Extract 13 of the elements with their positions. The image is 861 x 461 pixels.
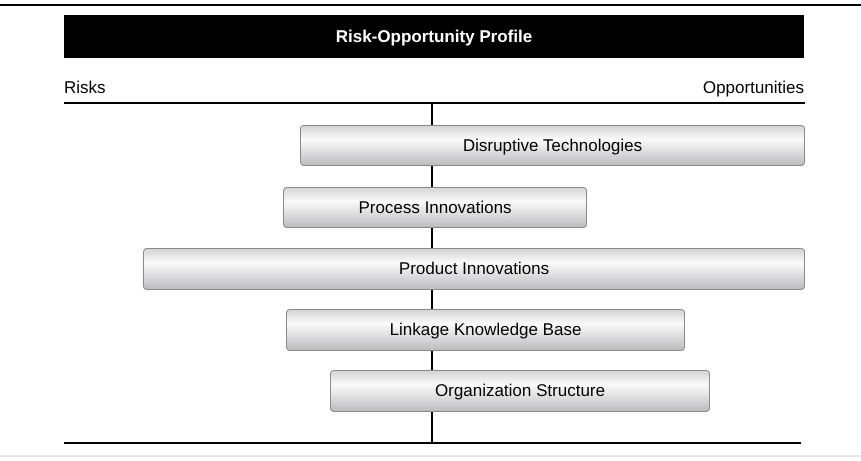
bar-box bbox=[300, 125, 805, 166]
bar-label: Organization Structure bbox=[434, 380, 606, 402]
bar-box bbox=[330, 370, 710, 412]
bar-box bbox=[286, 309, 685, 351]
axis-label: Risks bbox=[64, 78, 106, 98]
title-banner: Risk-Opportunity Profile bbox=[64, 15, 804, 58]
bar-box bbox=[143, 248, 805, 290]
bar-label: Disruptive Technologies bbox=[462, 134, 642, 157]
bar-label: Linkage Knowledge Base bbox=[390, 319, 582, 342]
bar-label: Product Innovations bbox=[398, 258, 550, 280]
axis-label: Opportunities bbox=[702, 78, 804, 98]
bar-label: Process Innovations bbox=[358, 196, 512, 219]
bar-box bbox=[283, 187, 587, 228]
